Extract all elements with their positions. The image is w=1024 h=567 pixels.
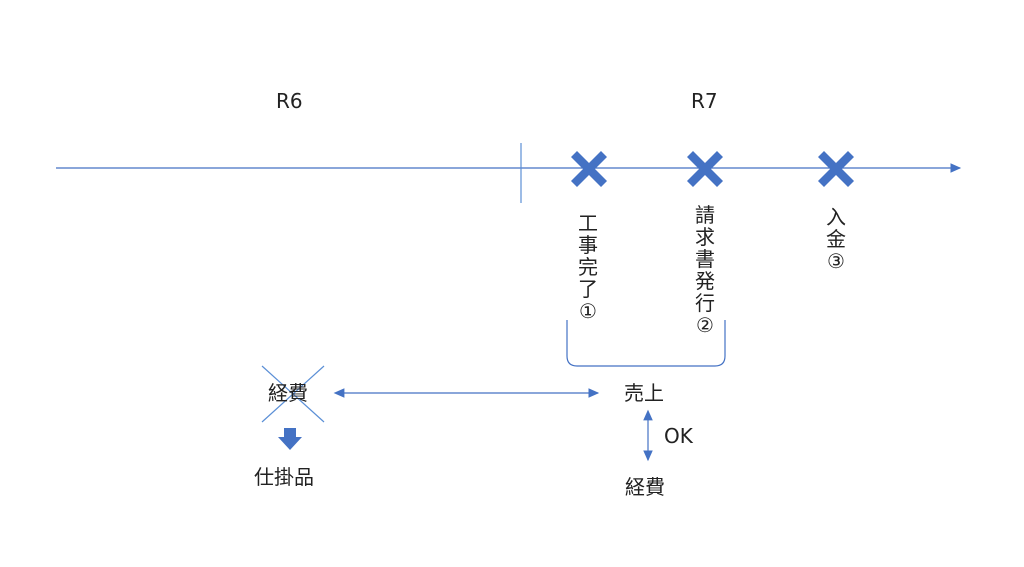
sales-label: 売上: [624, 381, 664, 405]
event-char: 了: [578, 277, 598, 301]
event-char: ①: [579, 299, 597, 323]
down-arrow-icon: [278, 428, 302, 450]
event-char: 完: [578, 255, 598, 279]
ok-label: OK: [664, 424, 693, 448]
event-char: 金: [826, 227, 846, 251]
grouping-bracket: [566, 320, 726, 367]
event-label-payment: 入 金 ③: [824, 206, 848, 272]
event-label-invoice: 請 求 書 発 行 ②: [693, 204, 717, 336]
event-char: 請: [695, 203, 715, 227]
event-marker-invoice: [687, 151, 723, 187]
event-char: 事: [578, 233, 598, 257]
period-label-right: R7: [691, 89, 718, 113]
period-label-left: R6: [276, 89, 303, 113]
expense-matched-label: 経費: [625, 475, 665, 499]
event-char: 工: [578, 211, 598, 235]
event-marker-completion: [571, 151, 607, 187]
event-char: ②: [696, 313, 714, 337]
event-char: ③: [827, 249, 845, 273]
event-marker-payment: [818, 151, 854, 187]
expense-crossed-label: 経費: [268, 381, 308, 405]
strike-line-b: [261, 365, 325, 423]
event-char: 書: [695, 247, 715, 271]
event-char: 発: [695, 269, 715, 293]
wip-label: 仕掛品: [254, 465, 314, 489]
event-char: 求: [695, 225, 715, 249]
event-char: 入: [826, 205, 846, 229]
event-label-completion: 工 事 完 了 ①: [576, 212, 600, 322]
event-char: 行: [695, 291, 715, 315]
